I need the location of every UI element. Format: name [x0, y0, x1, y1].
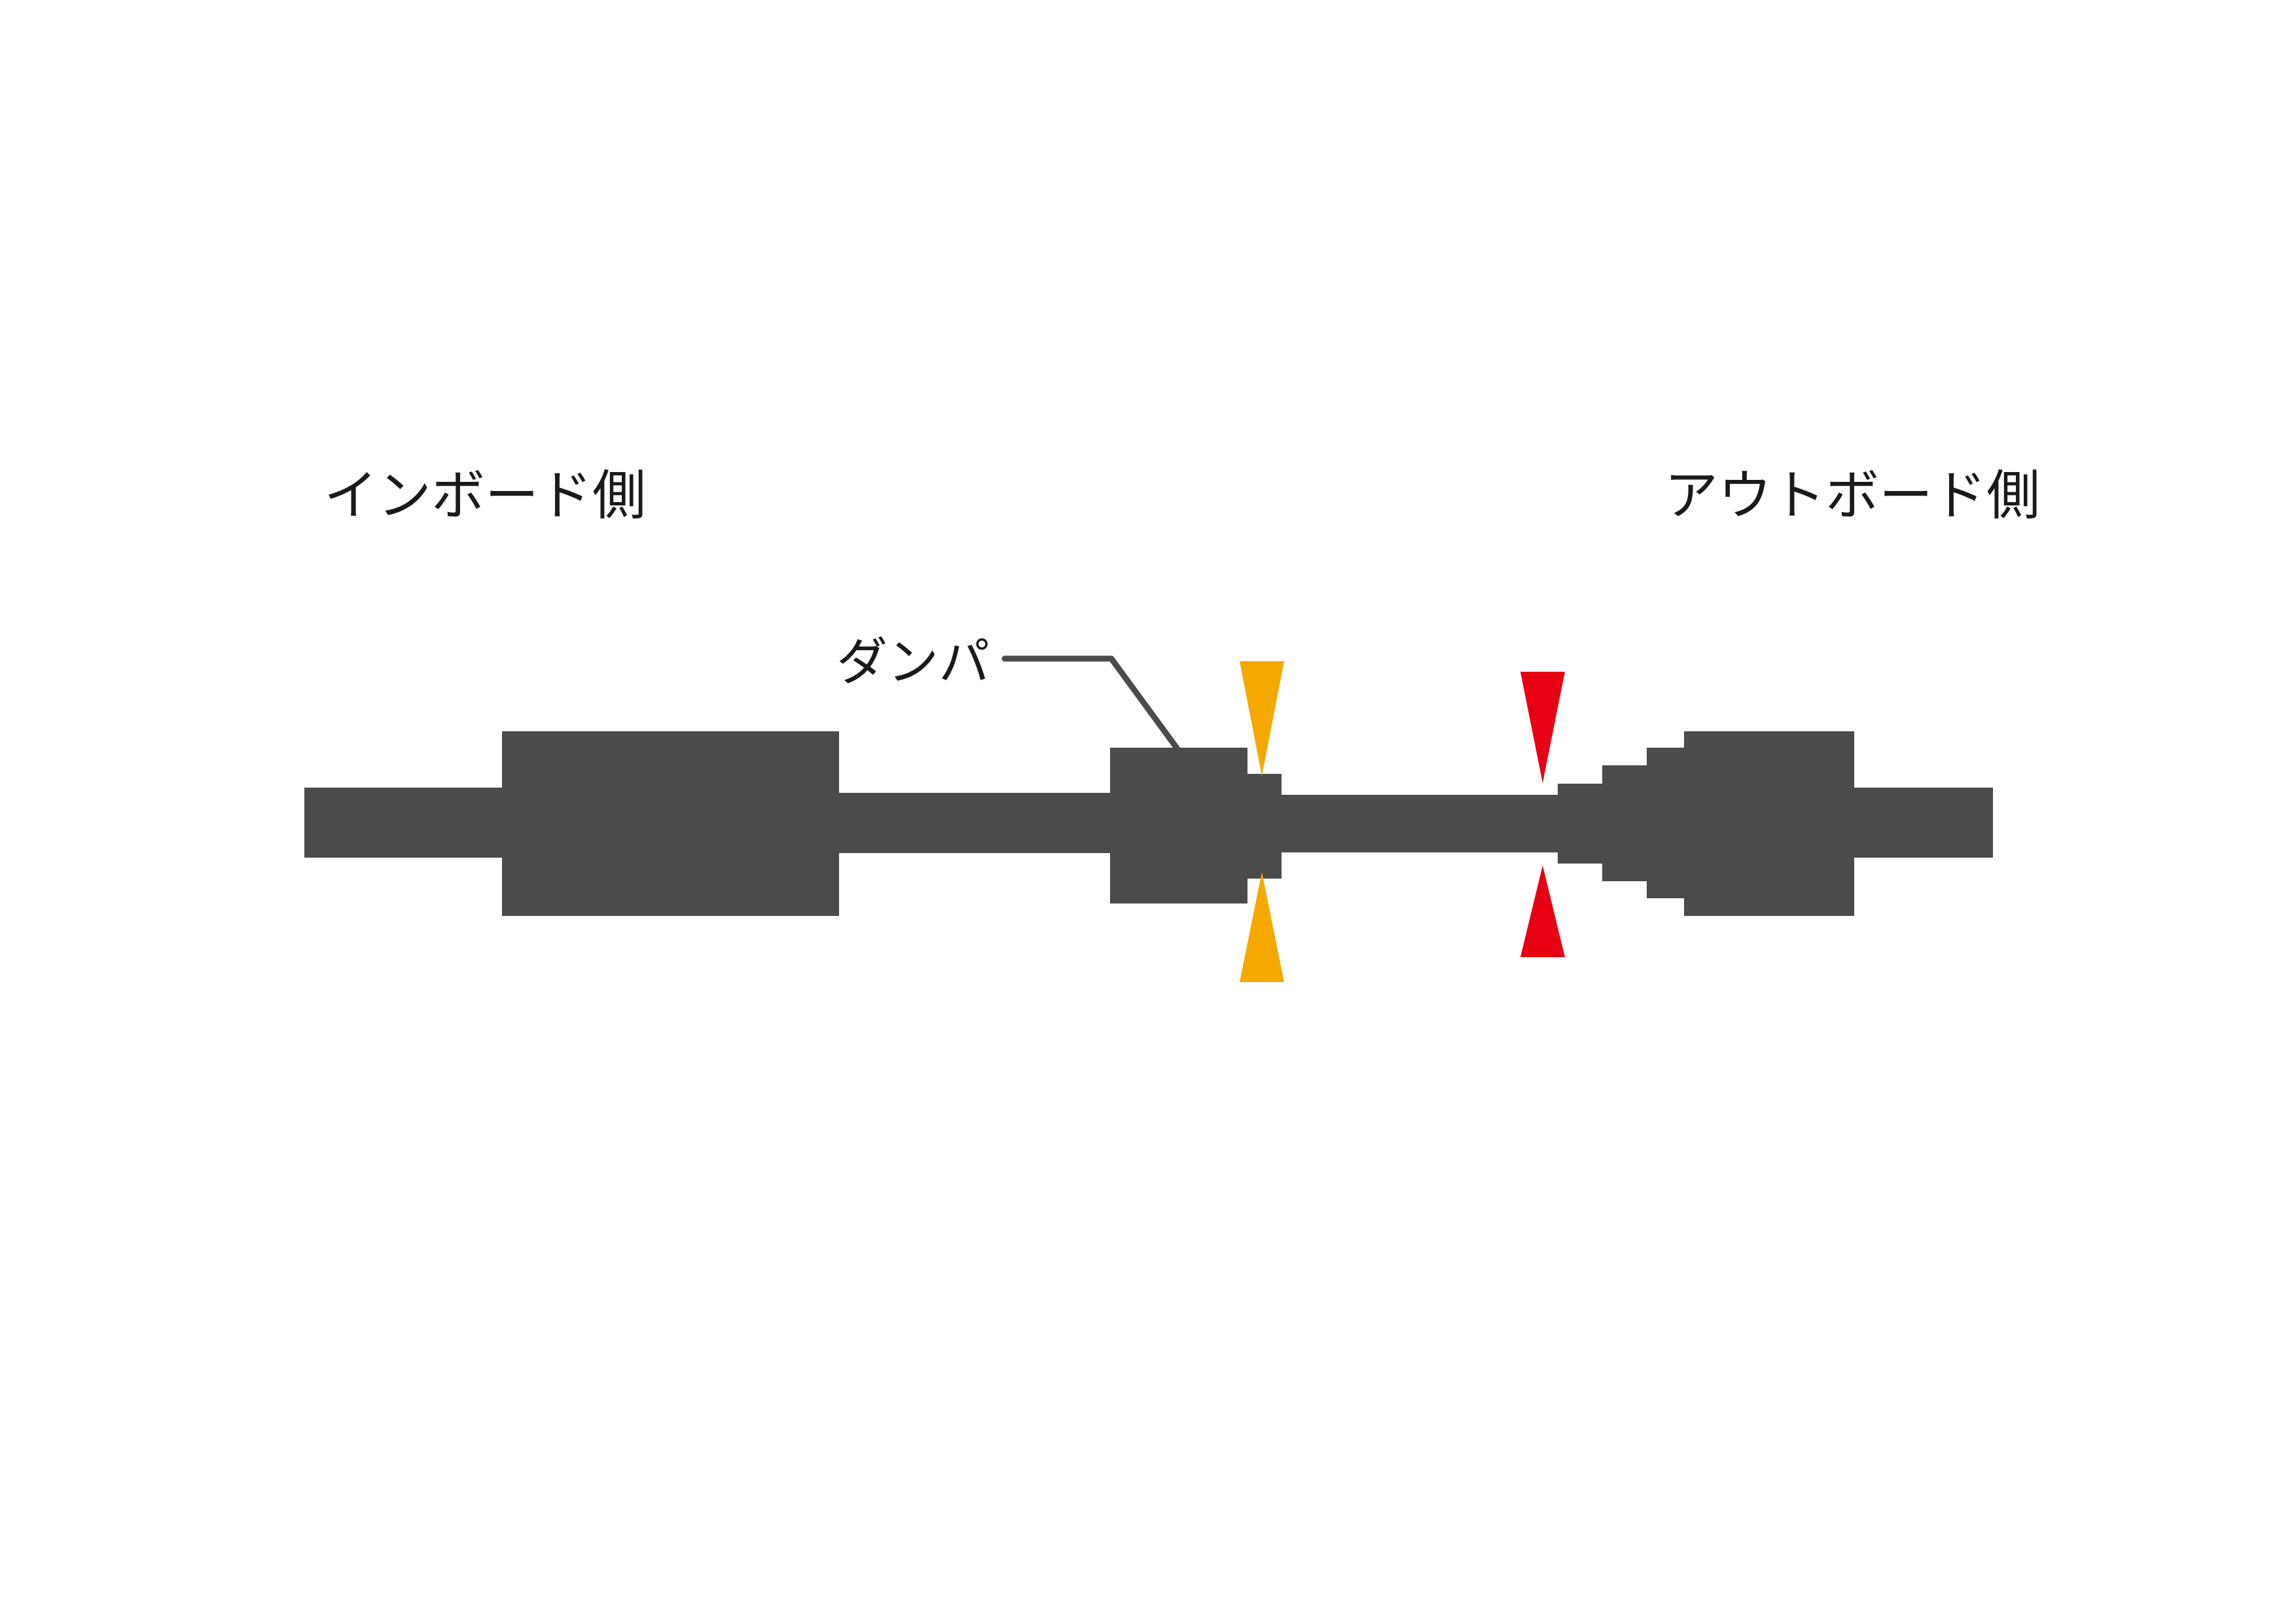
damper-body [1110, 748, 1247, 903]
outboard-joint-body [1684, 731, 1854, 916]
shaft-segment-outboard [1276, 795, 1561, 852]
red-arrow-up-icon [1520, 866, 1565, 957]
inboard-joint-body [502, 731, 839, 916]
inboard-side-label: インボード側 [324, 466, 646, 526]
yellow-arrow-up-icon [1240, 872, 1284, 982]
damper-leader-line [1001, 655, 1183, 755]
yellow-indicator-arrows [1240, 661, 1284, 982]
red-arrow-down-icon [1520, 672, 1565, 783]
shaft-segment-inboard [838, 793, 1119, 853]
yellow-arrow-down-icon [1240, 661, 1284, 776]
driveshaft-assembly [304, 731, 1993, 916]
outboard-taper-step-2 [1602, 765, 1648, 881]
outboard-side-label: アウトボード側 [1664, 466, 2040, 526]
left-stub-shaft [304, 788, 514, 858]
right-stub-shaft [1852, 788, 1993, 858]
red-indicator-arrows [1520, 672, 1565, 957]
damper-step [1244, 774, 1282, 879]
outboard-taper-step-1 [1558, 784, 1604, 864]
damper-label: ダンパ [836, 633, 990, 691]
outboard-taper-step-3 [1647, 748, 1686, 898]
